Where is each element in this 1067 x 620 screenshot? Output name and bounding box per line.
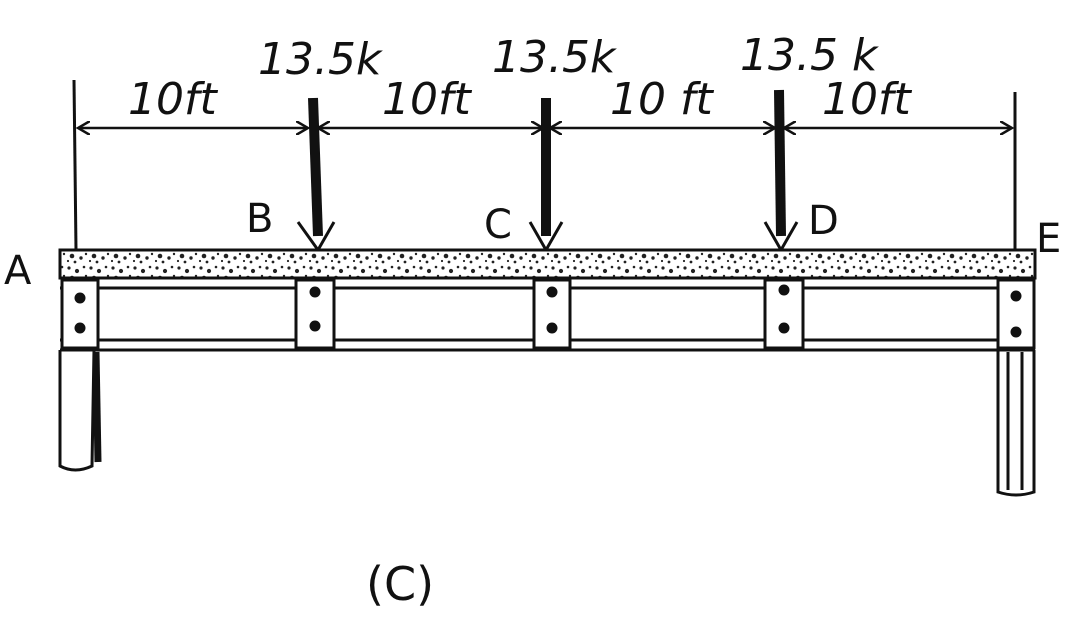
plate-b — [294, 278, 336, 350]
span-label-bc: 10ft — [382, 74, 472, 125]
figure-caption: (C) — [366, 557, 434, 611]
load-label-b: 13.5k — [258, 34, 383, 85]
plate-a — [60, 278, 100, 350]
plate-c — [532, 278, 572, 350]
load-arrow-c — [528, 98, 564, 254]
span-label-de: 10ft — [822, 74, 912, 125]
load-arrow-d — [763, 89, 799, 254]
point-label-d: D — [808, 198, 839, 244]
plate-e — [996, 278, 1036, 350]
load-arrows — [296, 89, 799, 254]
point-label-c: C — [484, 202, 512, 248]
point-label-b: B — [246, 196, 273, 242]
point-label-a: A — [4, 248, 32, 294]
span-label-cd: 10 ft — [610, 74, 714, 125]
column-right — [996, 350, 1036, 497]
dimension-extension-lines — [72, 79, 1017, 251]
deck-slab — [58, 248, 1037, 280]
load-label-d: 13.5 k — [740, 30, 879, 81]
plate-d — [763, 278, 805, 350]
connection-plates — [60, 278, 1036, 350]
span-label-ab: 10ft — [128, 74, 218, 125]
column-left — [58, 349, 102, 472]
point-label-e: E — [1036, 216, 1061, 262]
load-arrow-b — [296, 97, 336, 253]
load-label-c: 13.5k — [492, 32, 617, 83]
extension-line-a — [72, 79, 78, 251]
